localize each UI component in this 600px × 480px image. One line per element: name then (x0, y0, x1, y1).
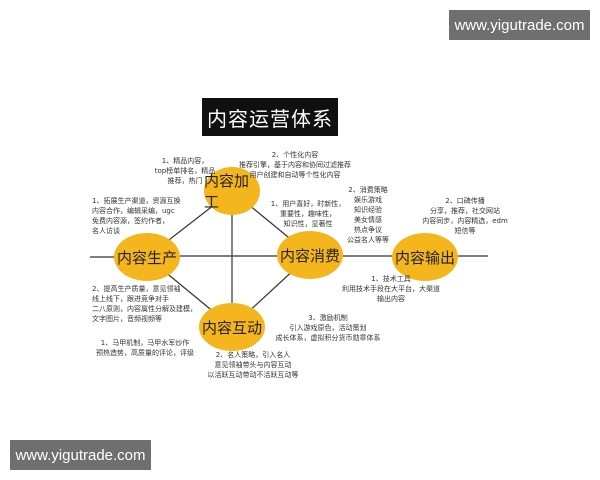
note-processing-boutique: 1、精品内容， top榜单排名，精品 推荐，热门 (154, 157, 216, 185)
note-consumption-strategy: 2、消费策略 娱乐游戏 知识经验 美女情感 热点争议 公益名人等等 (347, 186, 389, 244)
node-content-output: 内容输出 (392, 233, 458, 281)
note-production-quality: 2、提高生产质量，意见领袖 线上线下，跟进竞争对手 二八原则，内容属性分解及建模… (92, 285, 197, 323)
node-content-interaction: 内容互动 (199, 303, 265, 351)
note-output-word-of-mouth: 2、口碑传播 分享，推荐，社交网站 内容同步，内容精选，edm 短信等 (422, 197, 508, 235)
watermark-bottom: www.yigutrade.com (10, 440, 151, 470)
note-output-tools: 1、技术工具 利用技术手段在大平台，大渠道 输出内容 (342, 275, 440, 303)
node-content-processing: 内容加工 (204, 167, 260, 215)
note-interaction-sockpuppet: 1、马甲机制，马甲水军炒作 预热造势，高质量的评论，评级 (96, 339, 194, 357)
node-content-production: 内容生产 (114, 233, 180, 281)
note-production-channels: 1、拓展生产渠道，资源互换 内容合作，编辑采编，ugc 免费内容源，签约作者， … (92, 197, 181, 235)
node-content-consumption: 内容消费 (277, 231, 343, 279)
note-processing-personalized: 2、个性化内容 推荐引擎，基于内容和协同过滤推荐 用户创建和自动等个性化内容 (239, 151, 351, 179)
watermark-top: www.yigutrade.com (449, 10, 590, 40)
note-interaction-celebrity: 2、名人策略，引入名人 意见领袖带头与内容互动 以活跃互动带动不活跃互动等 (207, 351, 299, 379)
diagram-title: 内容运营体系 (202, 98, 338, 136)
note-consumption-preference: 1、用户喜好，时新性， 重要性，趣味性， 知识性，显著性 (270, 200, 346, 228)
note-interaction-incentive: 3、激励机制 引入游戏原色，活动策划 成长体系，虚拟积分货币勋章体系 (275, 314, 381, 342)
